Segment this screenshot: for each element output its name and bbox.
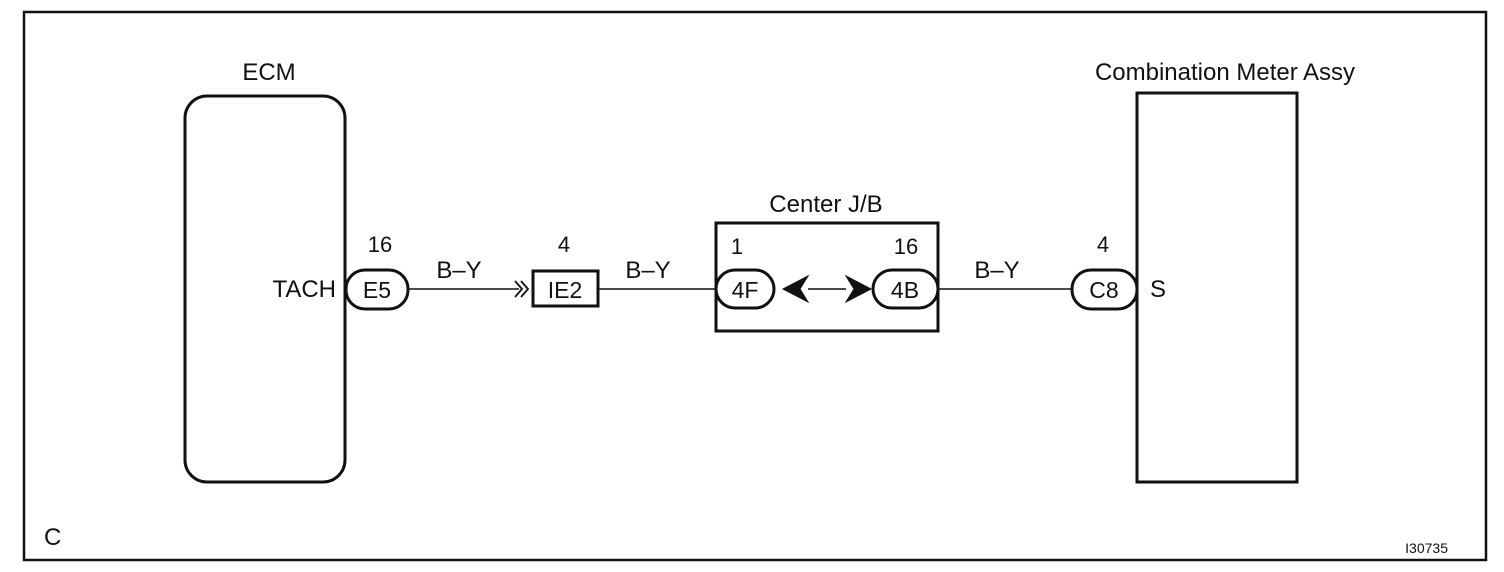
ecm-terminal-label: TACH bbox=[272, 276, 336, 303]
jb-right-arrow-icon bbox=[844, 274, 873, 304]
center-jb-title: Center J/B bbox=[769, 191, 882, 218]
ecm-title: ECM bbox=[242, 59, 295, 86]
ecm-pin-number: 16 bbox=[368, 232, 392, 257]
ecm-connector-code: E5 bbox=[363, 277, 391, 303]
meter-connector-code: C8 bbox=[1089, 277, 1118, 303]
wire-color-label-2: B–Y bbox=[625, 257, 670, 284]
meter-box bbox=[1135, 91, 1299, 484]
meter-title: Combination Meter Assy bbox=[1095, 59, 1355, 86]
wire-color-label-3: B–Y bbox=[974, 257, 1019, 284]
ecm-connector-oval bbox=[344, 268, 410, 311]
meter-terminal-label: S bbox=[1150, 276, 1166, 303]
ie2-connector-box bbox=[531, 269, 600, 308]
meter-pin-number: 4 bbox=[1097, 232, 1109, 257]
ie2-chevron-icon bbox=[514, 280, 530, 298]
image-code: I30735 bbox=[1405, 540, 1448, 556]
jb-left-connector-oval bbox=[714, 268, 776, 310]
wire-color-label-1: B–Y bbox=[436, 257, 481, 284]
diagram-frame bbox=[22, 10, 1488, 562]
ie2-pin-number: 4 bbox=[558, 232, 570, 257]
jb-right-pin-number: 16 bbox=[894, 234, 918, 259]
jb-left-pin-number: 1 bbox=[731, 234, 743, 259]
meter-connector-oval bbox=[1070, 268, 1139, 311]
jb-right-connector-code: 4B bbox=[891, 277, 919, 303]
ie2-connector-code: IE2 bbox=[548, 277, 583, 303]
frame-corner-label: C bbox=[44, 524, 61, 551]
jb-left-connector-code: 4F bbox=[732, 277, 759, 303]
jb-right-connector-oval bbox=[871, 268, 940, 310]
jb-left-arrow-icon bbox=[781, 274, 810, 304]
